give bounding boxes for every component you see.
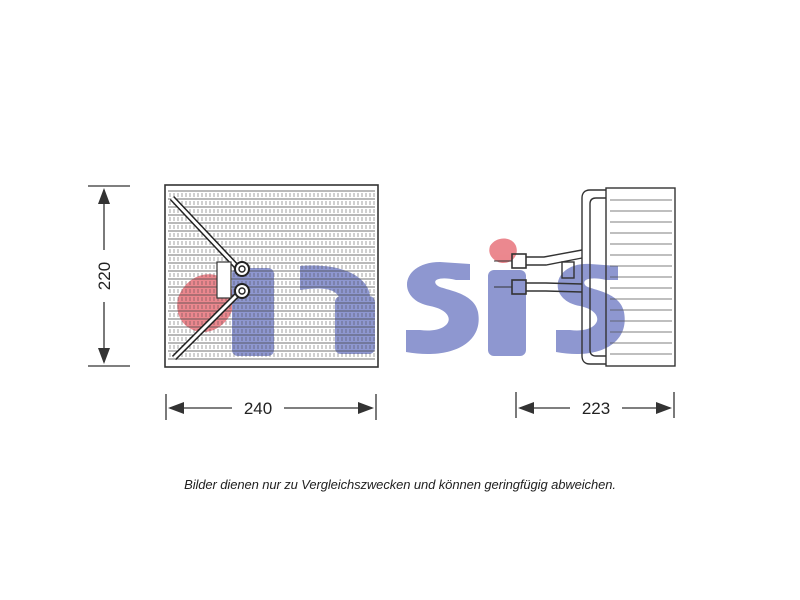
dimension-side-width-label: 223 [582,399,610,418]
front-core-fins [168,190,375,360]
side-view-evaporator [494,187,676,367]
front-connector-block [216,261,232,299]
dimension-height-label: 220 [95,262,114,290]
dimension-front-width [165,394,377,420]
dimension-front-width-arrow-left [168,402,184,414]
side-pipe-lower-2 [526,290,583,293]
front-port-lower-inner [238,287,246,295]
watermark-blue-stroke-2 [335,296,375,354]
dimension-side-width-arrow-left [518,402,534,414]
front-core-outline [164,184,379,368]
dimension-height [88,185,130,367]
dimension-height-arrow-bottom [98,348,110,364]
dimension-side-width-arrow-right [656,402,672,414]
watermark-blue-arc [300,265,371,300]
front-port-upper-inner [238,265,246,273]
disclaimer-caption: Bilder dienen nur zu Vergleichszwecken u… [184,477,616,492]
front-pipe-lower-inner [172,290,242,360]
side-pipe-upper-2 [526,257,583,266]
watermark-red-dot [489,238,517,264]
side-core-fins [610,199,672,355]
dimension-front-width-label: 240 [244,399,272,418]
watermark-blue-stroke-3 [488,270,526,356]
front-port-lower [234,283,250,299]
watermark-blue-s [406,262,479,355]
front-port-upper [234,261,250,277]
front-pipe-upper-inner [170,196,240,270]
dimension-front-width-arrow-right [358,402,374,414]
side-tube-inner [589,197,606,357]
side-pipe-lower [526,282,583,285]
dimension-height-arrow-top [98,188,110,204]
side-pipe-upper [526,249,583,258]
side-core-body [605,187,676,367]
dimension-side-width [515,392,675,418]
side-tube-outer [581,189,606,365]
side-pipe-clip [561,261,575,279]
front-view-evaporator [164,184,379,368]
